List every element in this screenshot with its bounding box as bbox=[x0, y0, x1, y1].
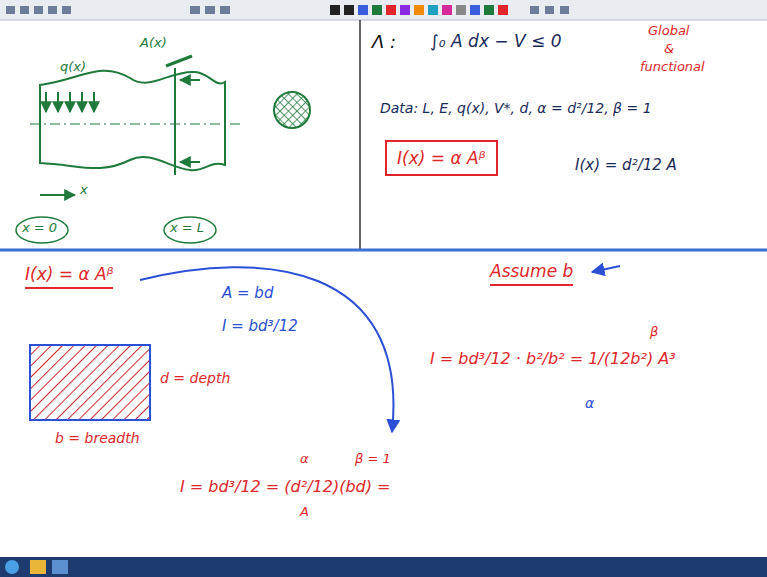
symbol-note: A bbox=[300, 505, 309, 520]
divider bbox=[0, 249, 767, 252]
formula: I = bd³/12 · b²/b² = 1/(12b²) A³ bbox=[430, 350, 676, 368]
data-list: Data: L, E, q(x), V*, d, α = d²/12, β = … bbox=[380, 100, 652, 116]
symbol-note: β bbox=[650, 325, 658, 340]
dimension-label: b = breadth bbox=[55, 430, 140, 446]
taskbar bbox=[0, 557, 767, 577]
reference-arrow bbox=[140, 267, 393, 432]
note: functional bbox=[640, 60, 705, 75]
assumption: Assume b bbox=[490, 262, 573, 286]
divider bbox=[359, 20, 361, 250]
formula: I = bd³/12 = (d²/12)(bd) = bbox=[180, 478, 390, 496]
formula-text: I(x) = α Aᵝ bbox=[397, 148, 486, 168]
formula: I(x) = α Aᵝ bbox=[25, 265, 113, 289]
cross-section bbox=[30, 345, 150, 420]
section-label: A(x) bbox=[140, 36, 167, 51]
formula: I(x) = d²/12 A bbox=[575, 157, 677, 174]
symbol-note: α bbox=[300, 452, 309, 467]
formula-box: I(x) = α Aᵝ bbox=[385, 140, 498, 176]
load-label: q(x) bbox=[60, 60, 86, 75]
boundary-label: x = L bbox=[170, 221, 204, 236]
pointer-arrow bbox=[592, 266, 620, 272]
beam-figure bbox=[16, 56, 310, 243]
symbol-note: β = 1 bbox=[355, 452, 391, 467]
boundary-label: x = 0 bbox=[22, 221, 57, 236]
note: & bbox=[664, 42, 674, 57]
symbol-note: α bbox=[585, 395, 594, 411]
formula: A = bd bbox=[222, 285, 273, 302]
dimension-label: d = depth bbox=[160, 370, 230, 386]
axis-label: x bbox=[80, 183, 88, 198]
note: Global bbox=[648, 24, 689, 39]
formula: I = bd³/12 bbox=[222, 318, 298, 335]
toolbar bbox=[0, 0, 767, 20]
constraint-name: Λ : bbox=[372, 32, 396, 53]
constraint-formula: ∫₀ A dx − V ≤ 0 bbox=[430, 32, 562, 52]
